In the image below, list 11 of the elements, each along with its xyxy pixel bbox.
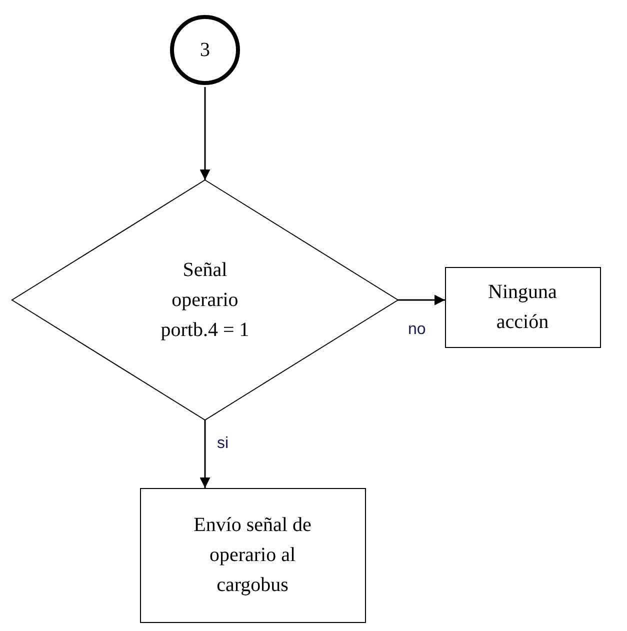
arrow xyxy=(200,87,210,180)
decision-diamond xyxy=(11,179,399,421)
arrow xyxy=(200,420,210,488)
process-box xyxy=(140,488,366,623)
arrow xyxy=(398,294,445,306)
node-text: Envío señal de operario al cargobus xyxy=(192,513,312,598)
process-box xyxy=(445,267,601,348)
node-text: Ninguna acción xyxy=(487,280,558,335)
connector-circle xyxy=(170,15,240,85)
node-text: 3 xyxy=(200,38,210,63)
node-text: Señal operario portb.4 = 1 xyxy=(160,258,250,343)
